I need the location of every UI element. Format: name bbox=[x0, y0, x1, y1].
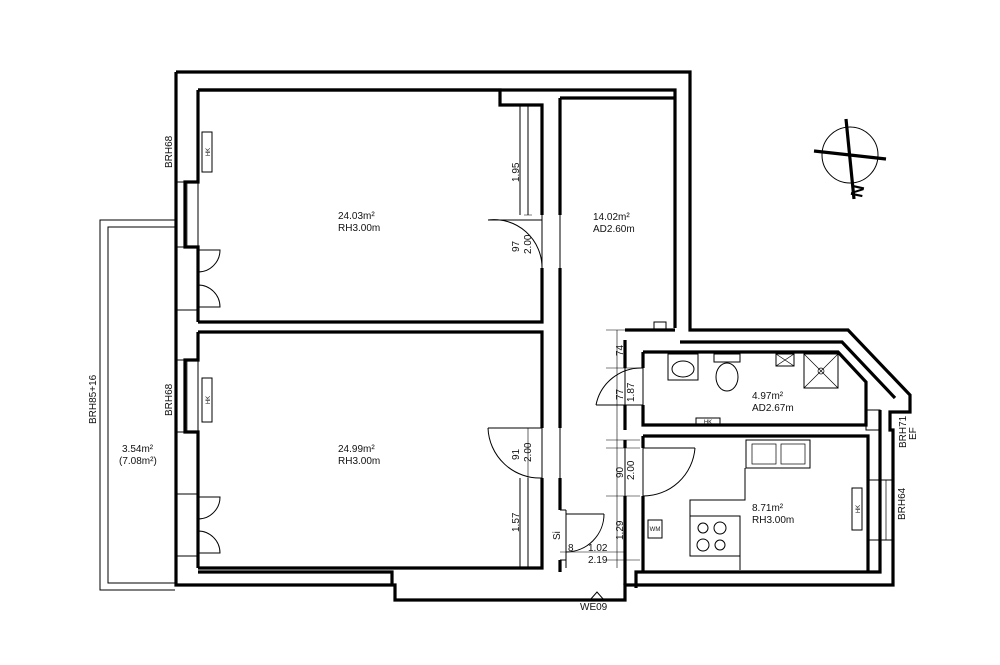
hall-area: 14.02m² bbox=[593, 212, 630, 223]
dimension-labels: 1.95 97 2.00 91 2.00 1.57 74 77 1.87 90 … bbox=[511, 162, 637, 566]
balcony-door-top bbox=[175, 246, 221, 311]
shower-icon bbox=[803, 353, 839, 389]
dimension-lines bbox=[524, 104, 640, 568]
washer-icon bbox=[775, 353, 795, 367]
bath-height: AD2.67m bbox=[752, 403, 794, 414]
kitchen-height: RH3.00m bbox=[752, 515, 794, 526]
entrance-label: WE09 bbox=[580, 602, 608, 613]
balcony-door-bottom bbox=[175, 493, 221, 557]
outlet-icon bbox=[653, 321, 667, 331]
dim-label: 74 bbox=[615, 344, 626, 356]
radiator-icon: HK bbox=[201, 131, 213, 173]
brh64-label: BRH64 bbox=[897, 487, 908, 520]
radiator-label: HK bbox=[206, 148, 212, 156]
hall-walls bbox=[558, 96, 675, 572]
dim-label: 90 bbox=[615, 466, 626, 478]
dim-label: 1.29 bbox=[615, 520, 626, 540]
brh68-top-label: BRH68 bbox=[164, 135, 175, 168]
meter-box-icon: WM bbox=[647, 519, 663, 539]
balcony-brh-label: BRH85+16 bbox=[88, 374, 99, 424]
room-2-area: 24.99m² bbox=[338, 444, 375, 455]
dim-label: 91 bbox=[511, 448, 522, 460]
radiator-icon: HK bbox=[851, 487, 863, 531]
compass-icon: N bbox=[813, 118, 887, 200]
room-labels: 24.03m² RH3.00m 24.99m² RH3.00m 14.02m² … bbox=[119, 211, 794, 526]
bath-area: 4.97m² bbox=[752, 391, 784, 402]
washbasin-icon bbox=[667, 353, 699, 381]
radiator-label: HK bbox=[856, 505, 862, 513]
dim-label: 2.00 bbox=[523, 442, 534, 462]
stove-icon bbox=[689, 515, 741, 557]
door-kitchen bbox=[624, 447, 696, 497]
brh71-label: BRH71 bbox=[898, 415, 909, 448]
dim-label: 1.02 bbox=[588, 543, 608, 554]
bathroom-fixtures bbox=[667, 353, 839, 392]
kitchen-fixtures: WM bbox=[647, 439, 811, 570]
ef-label: EF bbox=[908, 427, 919, 440]
brh68-mid-label: BRH68 bbox=[164, 383, 175, 416]
room-1-area: 24.03m² bbox=[338, 211, 375, 222]
entrance-marker: WE09 bbox=[580, 591, 608, 613]
kitchen-counter bbox=[689, 468, 746, 570]
dim-label: 2.00 bbox=[523, 234, 534, 254]
kitchen-walls bbox=[623, 434, 880, 585]
parapet-labels: BRH68 BRH68 BRH85+16 BRH71 EF BRH64 Si bbox=[88, 135, 919, 540]
compass-north-label: N bbox=[847, 183, 868, 199]
dim-label: 1.57 bbox=[511, 512, 522, 532]
balcony-area-full: (7.08m²) bbox=[119, 456, 157, 467]
sink-icon bbox=[745, 439, 811, 469]
radiator-label: HK bbox=[704, 420, 712, 426]
door-room-2 bbox=[487, 427, 561, 479]
radiator-label: HK bbox=[206, 396, 212, 404]
door-entrance bbox=[560, 509, 605, 568]
kitchen-area: 8.71m² bbox=[752, 503, 784, 514]
room-1-walls bbox=[183, 88, 544, 324]
dim-label: 2.00 bbox=[626, 460, 637, 480]
windows bbox=[175, 181, 894, 541]
radiators: HK HK HK HK bbox=[201, 131, 863, 531]
balcony bbox=[99, 219, 175, 591]
door-room-1 bbox=[487, 215, 561, 269]
dim-label: 77 bbox=[615, 388, 626, 400]
dim-label: 97 bbox=[511, 240, 522, 252]
dim-label: 8 bbox=[568, 543, 574, 554]
dim-label: 1.87 bbox=[626, 382, 637, 402]
dim-label: 1.95 bbox=[511, 162, 522, 182]
si-label: Si bbox=[552, 531, 563, 540]
svg-text:WM: WM bbox=[650, 527, 661, 533]
toilet-icon bbox=[713, 353, 741, 392]
balcony-area: 3.54m² bbox=[122, 444, 154, 455]
room-2-height: RH3.00m bbox=[338, 456, 380, 467]
room-1-height: RH3.00m bbox=[338, 223, 380, 234]
hall-height: AD2.60m bbox=[593, 224, 635, 235]
bathroom-walls bbox=[623, 340, 868, 430]
dim-label: 2.19 bbox=[588, 555, 608, 566]
radiator-icon: HK bbox=[201, 377, 213, 423]
radiator-icon: HK bbox=[695, 417, 721, 427]
